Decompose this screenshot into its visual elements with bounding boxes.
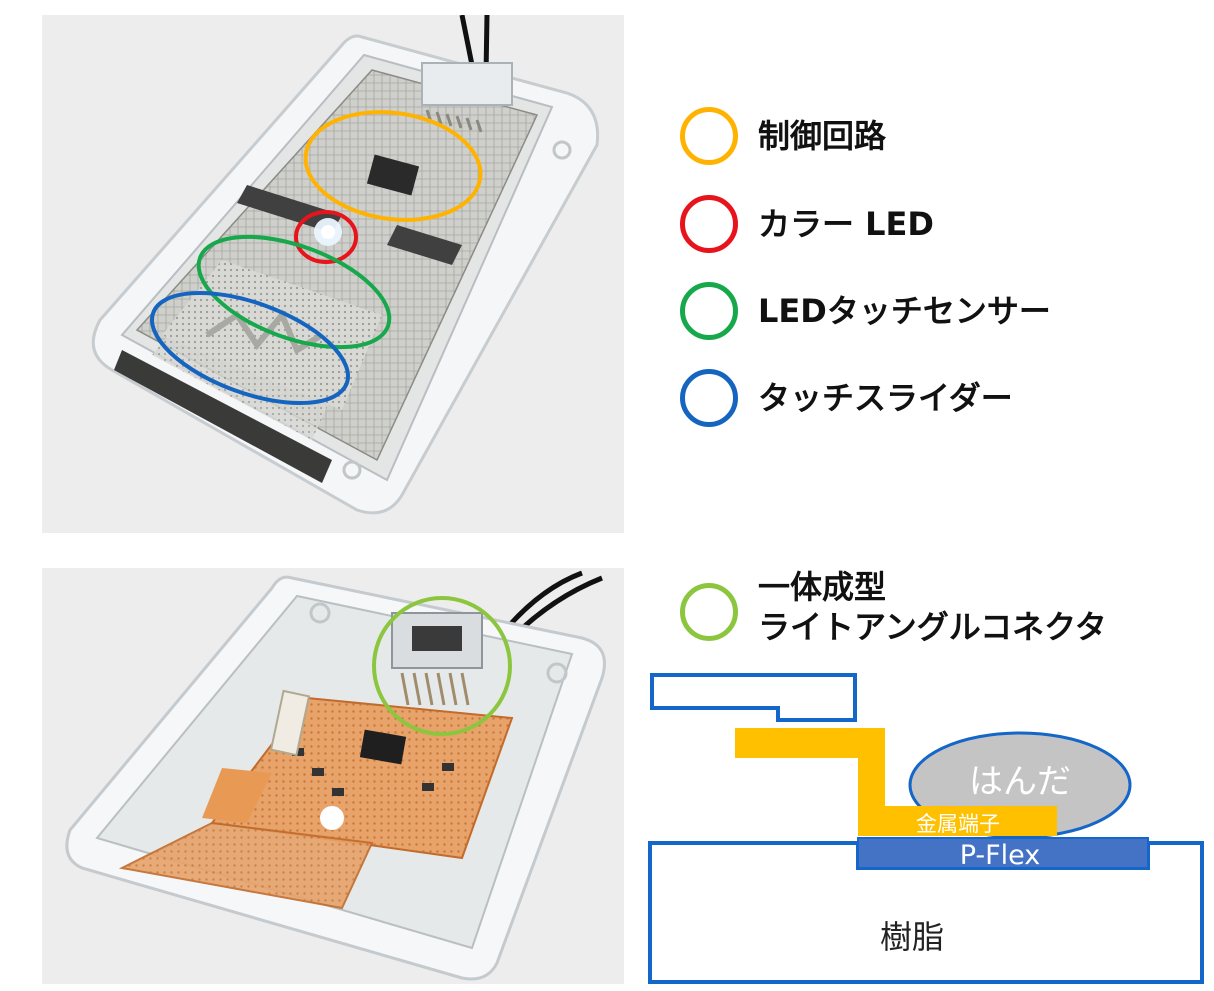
legend-label: カラー LED: [758, 205, 934, 243]
lime-circle-icon: [680, 583, 738, 641]
connector-legend-line1: 一体成型: [758, 568, 887, 606]
legend-item-connector: 一体成型 ライトアングルコネクタ: [680, 567, 1107, 647]
pflex-label: P-Flex: [960, 840, 1041, 871]
blue-circle-icon: [680, 369, 738, 427]
connector-legend-line2: ライトアングルコネクタ: [758, 608, 1107, 646]
resin-top-outline: [650, 673, 857, 722]
legend-item-led-touch-sensor: LEDタッチセンサー: [680, 282, 1051, 340]
device-illustration-top: [42, 15, 624, 533]
resin-label: 樹脂: [880, 918, 944, 956]
green-circle-icon: [680, 282, 738, 340]
connector-legend-label: 一体成型 ライトアングルコネクタ: [758, 567, 1107, 647]
solder-label: はんだ: [969, 762, 1071, 802]
device-illustration-bottom: [42, 568, 624, 984]
legend-label: タッチスライダー: [758, 379, 1013, 417]
legend-label: LEDタッチセンサー: [758, 292, 1051, 330]
cross-section-diagram: はんだ 金属端子 P-Flex 樹脂: [648, 673, 1204, 984]
legend-item-color-led: カラー LED: [680, 195, 934, 253]
legend-item-control-circuit: 制御回路: [680, 107, 886, 165]
red-circle-icon: [680, 195, 738, 253]
legend-label: 制御回路: [758, 117, 887, 155]
device-photo-top: [42, 15, 624, 533]
legend-item-touch-slider: タッチスライダー: [680, 369, 1013, 427]
device-photo-bottom: [42, 568, 624, 984]
metal-terminal: [735, 728, 1057, 836]
orange-circle-icon: [680, 107, 738, 165]
p-flex-layer: [857, 837, 1149, 869]
terminal-label: 金属端子: [916, 812, 1000, 836]
